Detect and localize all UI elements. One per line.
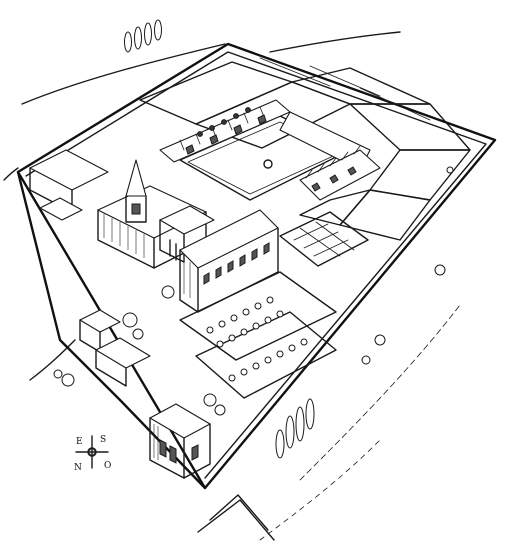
compass-north-label: N [74,463,82,473]
compass-west-label: O [104,461,111,471]
trees [53,107,454,416]
compass-east-label: E [76,437,83,447]
cloister-east-range [279,111,381,201]
compass-south-label: S [100,435,106,445]
gatehouse [149,403,211,479]
cloister-north-range [159,99,291,163]
compass-rose: N E S O [74,435,111,473]
orchard [179,271,337,399]
poplar-trees [124,19,315,459]
dormitory-building [179,209,279,313]
garden-plots [139,57,471,241]
parterre-garden [279,211,369,267]
west-buildings [29,149,151,387]
roads [3,31,461,541]
